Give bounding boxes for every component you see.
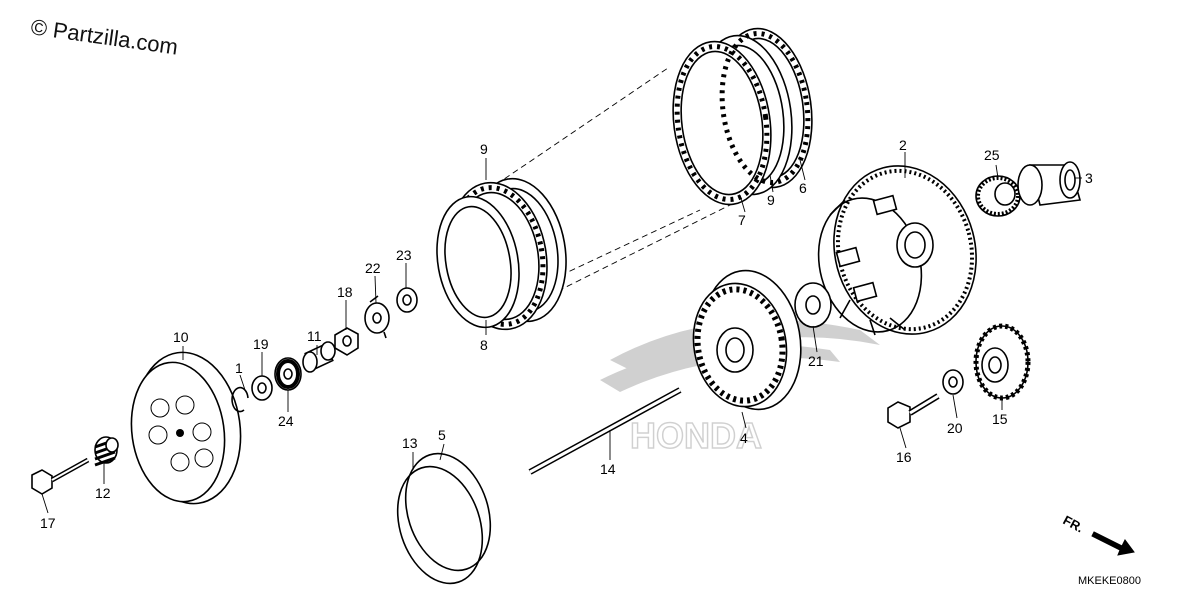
callout-3: 3	[1085, 170, 1093, 186]
clutch-lifter-rod	[528, 387, 682, 475]
callout-16: 16	[896, 449, 912, 465]
callout-numbers: 2 3 25 6 9 7 9 8 21 4 14 16 20 15 10 1 1…	[40, 137, 1093, 531]
callout-13: 13	[402, 435, 418, 451]
clutch-spring	[94, 436, 119, 467]
callout-9b: 9	[767, 192, 775, 208]
callout-7: 7	[738, 212, 746, 228]
callout-12: 12	[95, 485, 111, 501]
front-direction-label: FR.	[1061, 512, 1087, 535]
callout-6: 6	[799, 180, 807, 196]
front-direction-arrow	[1091, 531, 1135, 556]
front-direction-indicator: FR.	[1061, 512, 1135, 556]
callout-14: 14	[600, 461, 616, 477]
collar	[1017, 161, 1082, 206]
flange-bolt-left	[31, 457, 90, 495]
clutch-disc-stack-rear	[672, 27, 813, 206]
callout-2: 2	[899, 137, 907, 153]
lifter-small-parts	[231, 287, 418, 413]
callout-11: 11	[307, 328, 322, 344]
gear-washer	[942, 369, 964, 395]
watermark-text: © Partzilla.com	[29, 14, 179, 59]
flange-bolt-right	[887, 393, 940, 429]
callout-19: 19	[253, 336, 269, 352]
callout-15: 15	[992, 411, 1008, 427]
callout-17: 17	[40, 515, 56, 531]
callout-21: 21	[808, 353, 824, 369]
callout-9a: 9	[480, 141, 488, 157]
callout-8: 8	[480, 337, 488, 353]
callout-18: 18	[337, 284, 353, 300]
pressure-plate	[130, 351, 242, 505]
callout-leader-lines	[41, 152, 1082, 514]
diagram-code: MKEKE0800	[1078, 575, 1141, 587]
callout-25: 25	[984, 147, 1000, 163]
o-rings	[396, 452, 492, 585]
callout-24: 24	[278, 413, 294, 429]
primary-drive-gear	[973, 323, 1031, 401]
callout-10: 10	[173, 329, 189, 345]
svg-text:HONDA: HONDA	[630, 415, 762, 456]
callout-22: 22	[365, 260, 381, 276]
thrust-washer	[794, 282, 832, 328]
needle-bearing	[975, 175, 1021, 217]
clutch-center	[692, 269, 802, 411]
callout-23: 23	[396, 247, 412, 263]
callout-4: 4	[740, 430, 748, 446]
clutch-outer-housing	[817, 165, 977, 336]
callout-5: 5	[438, 427, 446, 443]
callout-1: 1	[235, 360, 243, 376]
callout-20: 20	[947, 420, 963, 436]
clutch-disc-stack-front	[436, 177, 567, 331]
